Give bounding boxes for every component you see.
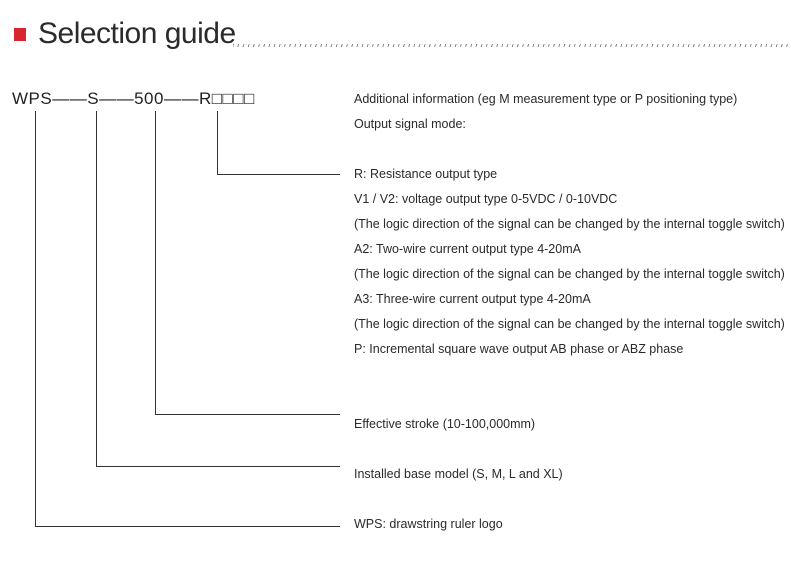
header-marker (14, 28, 26, 41)
code-dash: —— (163, 89, 199, 108)
connector-stroke (155, 111, 340, 415)
code-prefix: WPS (12, 89, 53, 108)
desc-a3-note: (The logic direction of the signal can b… (354, 317, 785, 331)
desc-base-model: Installed base model (S, M, L and XL) (354, 467, 563, 481)
page-title: Selection guide (38, 17, 236, 50)
desc-output-mode: Output signal mode: (354, 117, 466, 131)
desc-v-type: V1 / V2: voltage output type 0-5VDC / 0-… (354, 192, 618, 206)
code-output: R (198, 89, 212, 108)
desc-a3-type: A3: Three-wire current output type 4-20m… (354, 292, 591, 306)
desc-additional-info: Additional information (eg M measurement… (354, 92, 738, 106)
code-base: S (87, 89, 100, 108)
title-dashed-rule (233, 44, 788, 47)
code-dash: —— (52, 89, 88, 108)
connector-output (217, 111, 340, 175)
connector-base (96, 111, 340, 467)
code-dash: —— (99, 89, 135, 108)
desc-stroke: Effective stroke (10-100,000mm) (354, 417, 536, 431)
model-code: WPS——S——500——R□□□□ (12, 88, 255, 110)
connector-logo (35, 111, 340, 527)
desc-p-type: P: Incremental square wave output AB pha… (354, 342, 684, 356)
code-stroke: 500 (134, 89, 164, 108)
desc-a2-note: (The logic direction of the signal can b… (354, 267, 785, 281)
desc-a2-type: A2: Two-wire current output type 4-20mA (354, 242, 581, 256)
desc-v-note: (The logic direction of the signal can b… (354, 217, 785, 231)
desc-r-type: R: Resistance output type (354, 167, 498, 181)
code-option-boxes: □□□□ (211, 89, 255, 108)
desc-logo: WPS: drawstring ruler logo (354, 517, 503, 531)
